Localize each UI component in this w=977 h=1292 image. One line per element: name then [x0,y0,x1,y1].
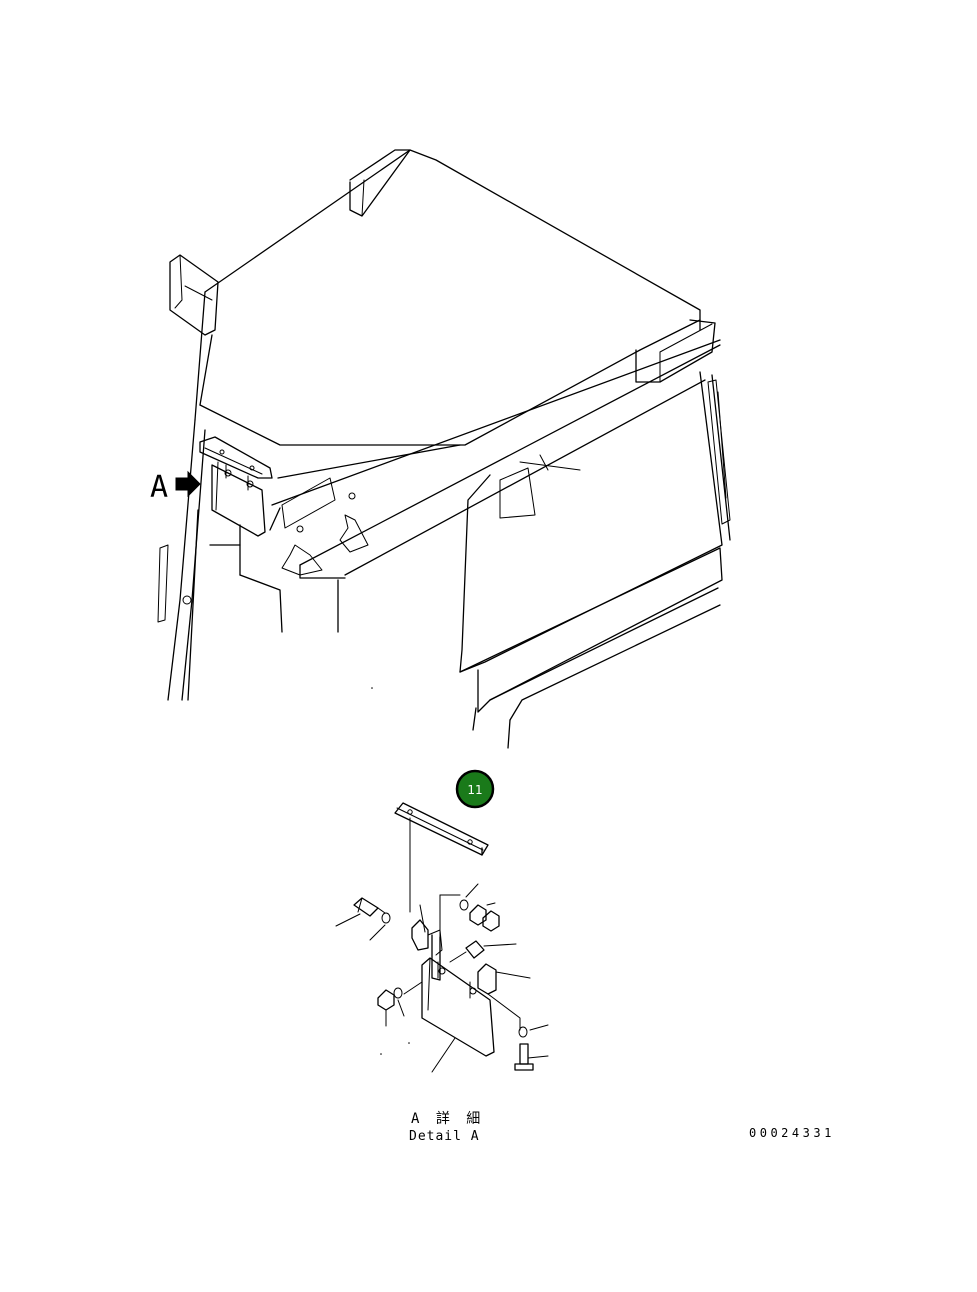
callout-number[interactable]: 11 [467,783,482,797]
detail-caption-japanese: A 詳 細 [411,1111,484,1127]
drawing-number: 00024331 [749,1126,835,1140]
callout-circle[interactable] [455,769,495,809]
view-arrow-icon [175,470,201,498]
cab-assembly [157,149,731,749]
detail-a-assembly [335,687,549,1073]
view-marker-letter: A [150,470,168,505]
view-marker-a: A [150,470,201,505]
detail-caption-english: Detail A [409,1129,480,1144]
callout-11[interactable]: 11 [455,769,495,809]
